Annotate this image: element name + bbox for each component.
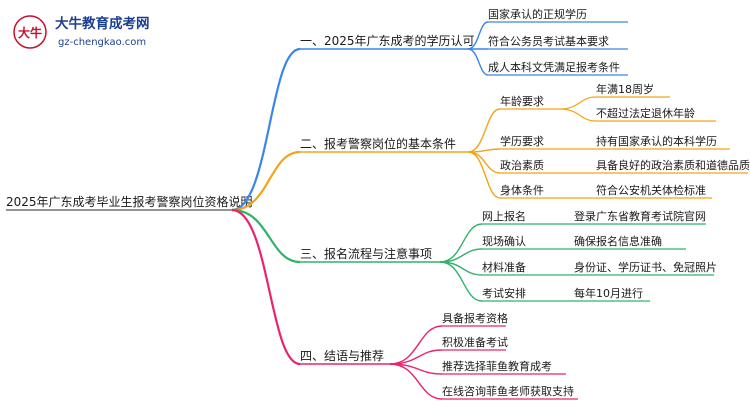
section-4-item-1: 具备报考资格: [442, 311, 508, 325]
section-1-title: 一、2025年广东成考的学历认可: [300, 33, 475, 48]
logo-mark-text: 大牛: [18, 25, 42, 40]
section-3-item-4: 考试安排: [482, 286, 526, 300]
section-1-item-3-link: [467, 48, 489, 76]
section-2-item-1-link: [467, 108, 501, 153]
logo-url: gz-chengkao.com: [58, 37, 146, 48]
section-2-item-1-detail-2-link: [559, 108, 597, 122]
logo-mark-icon: [13, 15, 47, 49]
branch-4-link: [231, 208, 301, 366]
section-2-item-3-detail-1: 具备良好的政治素质和道德品质: [596, 158, 750, 172]
section-3-item-4-link: [439, 261, 483, 302]
section-2-item-1-detail-1: 年满18周岁: [596, 82, 654, 96]
section-3-item-2: 现场确认: [482, 234, 526, 248]
section-3-item-3-detail-1: 身份证、学历证书、免冠照片: [574, 260, 717, 274]
section-1-item-1-link: [467, 21, 489, 50]
section-3-item-1: 网上报名: [482, 209, 526, 223]
section-3-item-1-link: [439, 223, 483, 263]
root-topic: 2025年广东成考毕业生报考警察岗位资格说明: [6, 194, 253, 209]
section-1-item-3: 成人本科文凭满足报考条件: [488, 60, 620, 74]
section-2-item-3: 政治素质: [500, 158, 544, 172]
section-2-item-2: 学历要求: [500, 134, 544, 148]
section-3-item-3: 材料准备: [482, 260, 526, 274]
section-4-item-4-link: [389, 363, 443, 400]
section-2-item-4-detail-1: 符合公安机关体检标准: [596, 183, 706, 197]
logo-title: 大牛教育成考网: [55, 15, 150, 32]
section-3-item-2-link: [439, 248, 483, 263]
section-2-item-4: 身体条件: [500, 183, 544, 197]
section-4-item-2-link: [389, 349, 443, 365]
branch-2-link: [231, 150, 301, 212]
section-3-item-3-link: [439, 261, 483, 276]
section-2-item-2-detail-1: 持有国家承认的本科学历: [596, 134, 717, 148]
section-1-item-2: 符合公务员考试基本要求: [488, 34, 609, 48]
section-2-item-1-detail-2: 不超过法定退休年龄: [596, 106, 695, 120]
section-4-item-3: 推荐选择菲鱼教育成考: [442, 359, 552, 373]
section-2-item-1-detail-1-link: [559, 96, 597, 110]
section-4-title: 四、结语与推荐: [300, 349, 384, 363]
section-2-item-4-link: [467, 151, 501, 199]
section-4-item-4: 在线咨询菲鱼老师获取支持: [442, 384, 574, 398]
section-3-item-4-detail-1: 每年10月进行: [574, 286, 643, 300]
section-4-item-2: 积极准备考试: [442, 335, 508, 349]
section-3-item-2-detail-1: 确保报名信息准确: [574, 234, 662, 248]
section-1-item-1: 国家承认的正规学历: [488, 7, 587, 21]
section-2-item-1: 年龄要求: [500, 94, 544, 108]
section-3-item-1-detail-1: 登录广东省教育考试院官网: [574, 209, 706, 223]
section-3-title: 三、报名流程与注意事项: [300, 246, 432, 261]
branch-1-link: [231, 47, 301, 212]
branch-3-link: [231, 208, 301, 264]
section-2-title: 二、报考警察岗位的基本条件: [300, 136, 456, 151]
